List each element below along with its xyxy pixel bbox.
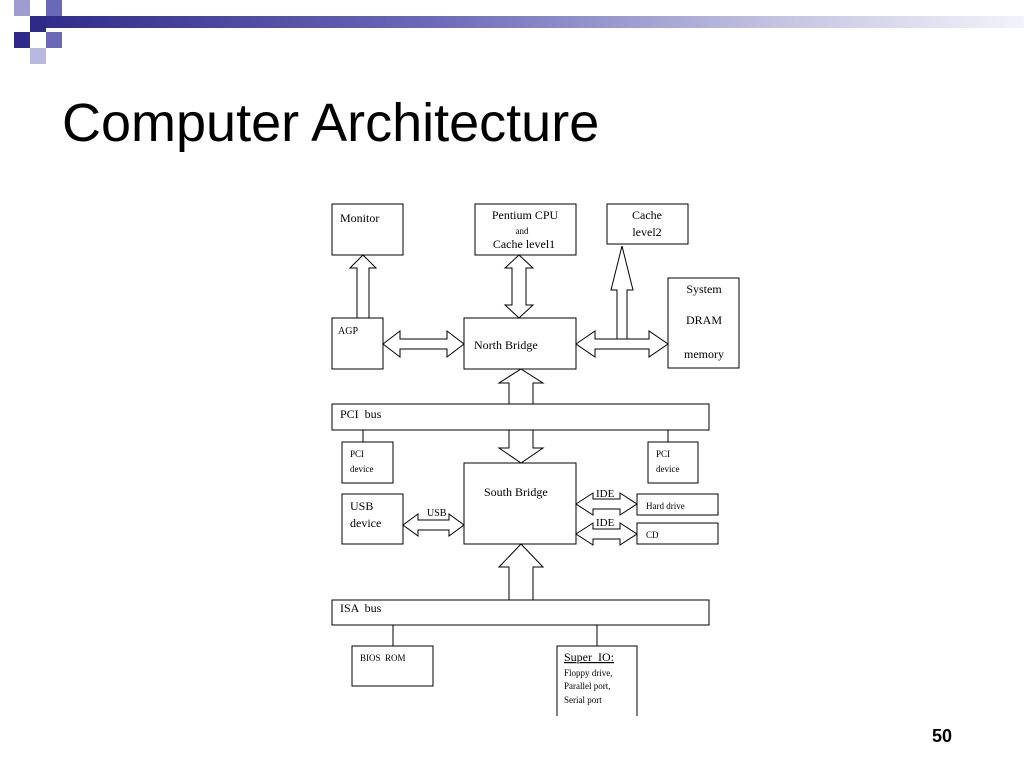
usb-device-box — [341, 493, 404, 545]
usb-device-label-line1: USB — [350, 499, 373, 513]
header-deco-square — [30, 16, 46, 32]
arrow-pci-bus-south-bridge — [497, 429, 545, 464]
cpu-box — [474, 203, 577, 256]
agp-box — [331, 317, 384, 370]
north-bridge-label: North Bridge — [474, 338, 538, 352]
usb-link-label: USB — [427, 508, 447, 519]
super-io-label-line2: Floppy drive, — [564, 668, 613, 678]
north-bridge-box — [463, 317, 577, 370]
monitor-label: Monitor — [340, 211, 379, 225]
super-io-label-line1: Super IO: — [564, 650, 614, 664]
super-io-label-line3: Parallel port, — [564, 681, 611, 691]
hard-drive-label: Hard drive — [646, 501, 685, 511]
isa-bus-bar — [331, 599, 710, 626]
slide-title: Computer Architecture — [62, 93, 600, 153]
cd-label: CD — [646, 530, 659, 540]
header-deco-square — [30, 48, 46, 64]
arrow-agp-to-monitor — [348, 254, 378, 319]
arrow-to-cache-level2 — [610, 245, 634, 340]
arrow-north-bridge-pci-bus — [497, 368, 545, 405]
pci-device-left-label-line1: PCI — [350, 449, 364, 459]
header-gradient-bar — [30, 16, 1024, 28]
header-deco-square — [14, 0, 30, 16]
pci-device-left-label-line2: device — [350, 464, 373, 474]
pci-device-right-box — [647, 441, 699, 484]
pci-device-right-label-line2: device — [656, 464, 679, 474]
cpu-label-line2: and — [516, 226, 529, 236]
usb-device-label-line2: device — [350, 516, 381, 530]
cache-level2-box — [606, 203, 689, 245]
super-io-label-line4: Serial port — [564, 695, 602, 705]
bios-rom-label: BIOS ROM — [360, 653, 406, 663]
ide-label-hard-drive: IDE — [596, 488, 615, 500]
dram-label-line3: memory — [684, 347, 724, 361]
pci-bus-bar — [331, 403, 710, 431]
header-deco-square — [46, 32, 62, 48]
south-bridge-box — [463, 462, 577, 545]
page-number: 50 — [932, 726, 953, 746]
dram-label-line2: DRAM — [686, 313, 722, 327]
cache-level2-label-line1: Cache — [632, 208, 662, 222]
dram-box — [667, 277, 740, 369]
arrow-agp-north-bridge — [382, 329, 465, 359]
pci-device-right-label-line1: PCI — [656, 449, 670, 459]
cpu-label-line3: Cache level1 — [493, 237, 555, 251]
arrow-south-bridge-cd — [575, 522, 638, 546]
arrow-usb-south-bridge — [402, 513, 465, 537]
cache-level2-label-line2: level2 — [632, 225, 661, 239]
pci-device-left-box — [341, 441, 394, 484]
arrow-isa-bus-south-bridge — [497, 543, 545, 601]
header-deco-square — [46, 0, 62, 16]
bios-rom-box — [351, 645, 434, 687]
arrow-cpu-north-bridge — [503, 254, 535, 319]
isa-bus-label: ISA bus — [340, 601, 382, 615]
monitor-box — [331, 203, 404, 256]
pci-bus-label: PCI bus — [340, 407, 382, 421]
dram-label-line1: System — [686, 282, 722, 296]
ide-label-cd: IDE — [596, 517, 615, 529]
agp-label: AGP — [338, 326, 358, 337]
south-bridge-label: South Bridge — [484, 485, 548, 499]
arrow-north-bridge-dram — [575, 330, 669, 358]
cpu-label-line1: Pentium CPU — [492, 208, 559, 222]
arrow-south-bridge-hard-drive — [575, 492, 638, 516]
header-deco-square — [14, 32, 30, 48]
